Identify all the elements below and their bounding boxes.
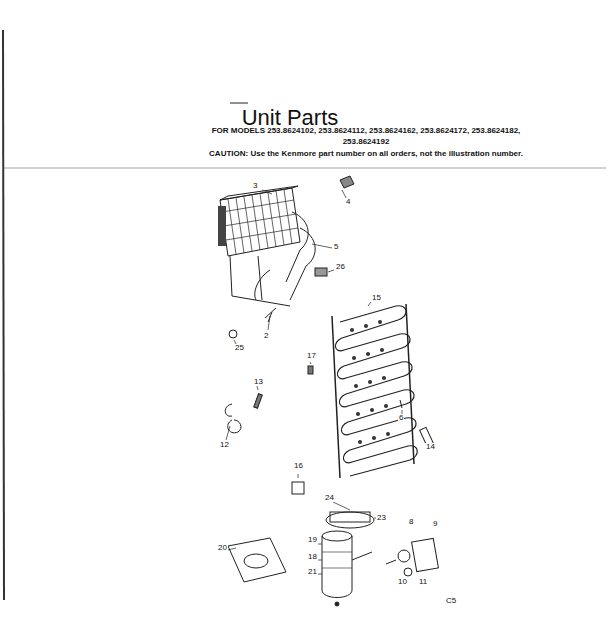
callout-number: 18 <box>307 553 318 561</box>
callout-number: 9 <box>432 520 438 528</box>
callout-number: 24 <box>324 494 335 502</box>
callout-number: 26 <box>335 263 346 271</box>
page-title: Unit Parts <box>242 107 339 129</box>
callout-number: 4 <box>345 198 351 206</box>
callout-number: 16 <box>293 462 304 470</box>
callout-number: 15 <box>371 294 382 302</box>
callout-number: 21 <box>307 568 318 576</box>
callout-number: 19 <box>307 536 318 544</box>
callout-number: 14 <box>425 443 436 451</box>
model-list: FOR MODELS 253.8624102, 253.8624112, 253… <box>212 127 521 135</box>
caution-note: CAUTION: Use the Kenmore part number on … <box>209 150 523 158</box>
callout-number: 5 <box>333 243 339 251</box>
callout-number: 25 <box>234 344 245 352</box>
callout-number: 23 <box>376 514 387 522</box>
callout-number: 10 <box>397 578 408 586</box>
callout-number: 8 <box>408 518 414 526</box>
callout-number: 20 <box>217 544 228 552</box>
callout-number: 2 <box>263 332 269 340</box>
sheet-code: C5 <box>445 597 457 605</box>
callout-number: 6 <box>398 414 404 422</box>
callout-number: 12 <box>219 441 230 449</box>
model-list: 253.8624192 <box>343 138 390 146</box>
callout-number: 13 <box>253 378 264 386</box>
callout-number: 3 <box>252 182 258 190</box>
callout-number: 11 <box>418 578 428 586</box>
callout-number: 17 <box>306 352 317 360</box>
